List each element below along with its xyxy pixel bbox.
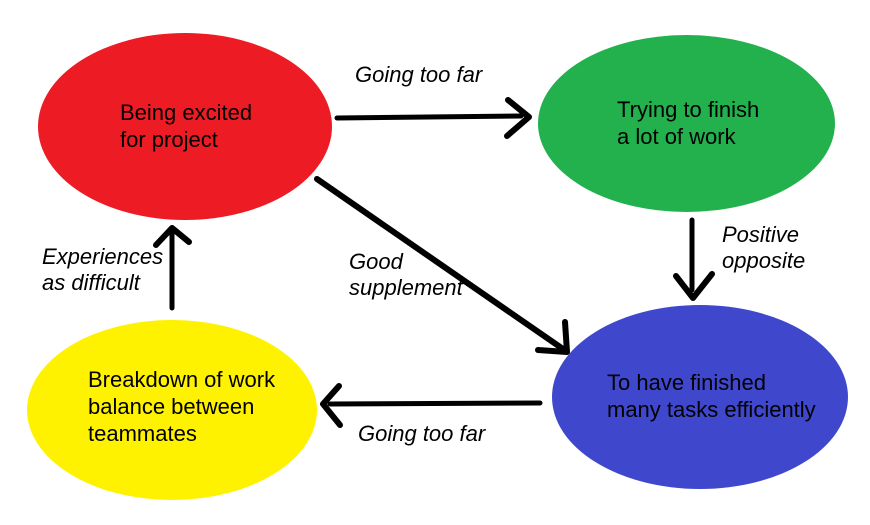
arrow-finish-to-finished bbox=[673, 217, 715, 301]
edge-label-positive-opposite: Positive opposite bbox=[722, 222, 806, 273]
node-trying-to-finish-work: Trying to finish a lot of work bbox=[538, 35, 835, 212]
node-label: Breakdown of work balance between teamma… bbox=[88, 367, 276, 446]
node-label: Being excited for project bbox=[120, 100, 253, 152]
arrow-head-icon bbox=[535, 319, 570, 355]
node-breakdown-of-work-balance: Breakdown of work balance between teamma… bbox=[27, 320, 317, 500]
node-label: To have finished many tasks efficiently bbox=[607, 370, 816, 422]
edge-label-experiences-as-difficult: Experiences as difficult bbox=[42, 244, 164, 295]
arrow-head-icon bbox=[153, 225, 192, 248]
arrow-head-icon bbox=[320, 383, 343, 428]
arrow-head-icon bbox=[504, 97, 532, 139]
arrow-finished-to-breakdown bbox=[320, 383, 543, 428]
arrow-head-icon bbox=[673, 271, 715, 301]
node-being-excited-for-project: Being excited for project bbox=[38, 33, 332, 220]
edge-label-going-too-far-top: Going too far bbox=[355, 62, 483, 87]
node-label: Trying to finish a lot of work bbox=[617, 97, 760, 149]
arrow-shaft bbox=[327, 400, 543, 407]
edge-label-going-too-far-bottom: Going too far bbox=[358, 421, 486, 446]
arrow-shaft bbox=[334, 113, 524, 121]
arrow-excited-to-finish bbox=[334, 97, 532, 139]
edge-label-good-supplement: Good supplement bbox=[349, 249, 463, 300]
node-finished-many-tasks: To have finished many tasks efficiently bbox=[552, 305, 848, 489]
